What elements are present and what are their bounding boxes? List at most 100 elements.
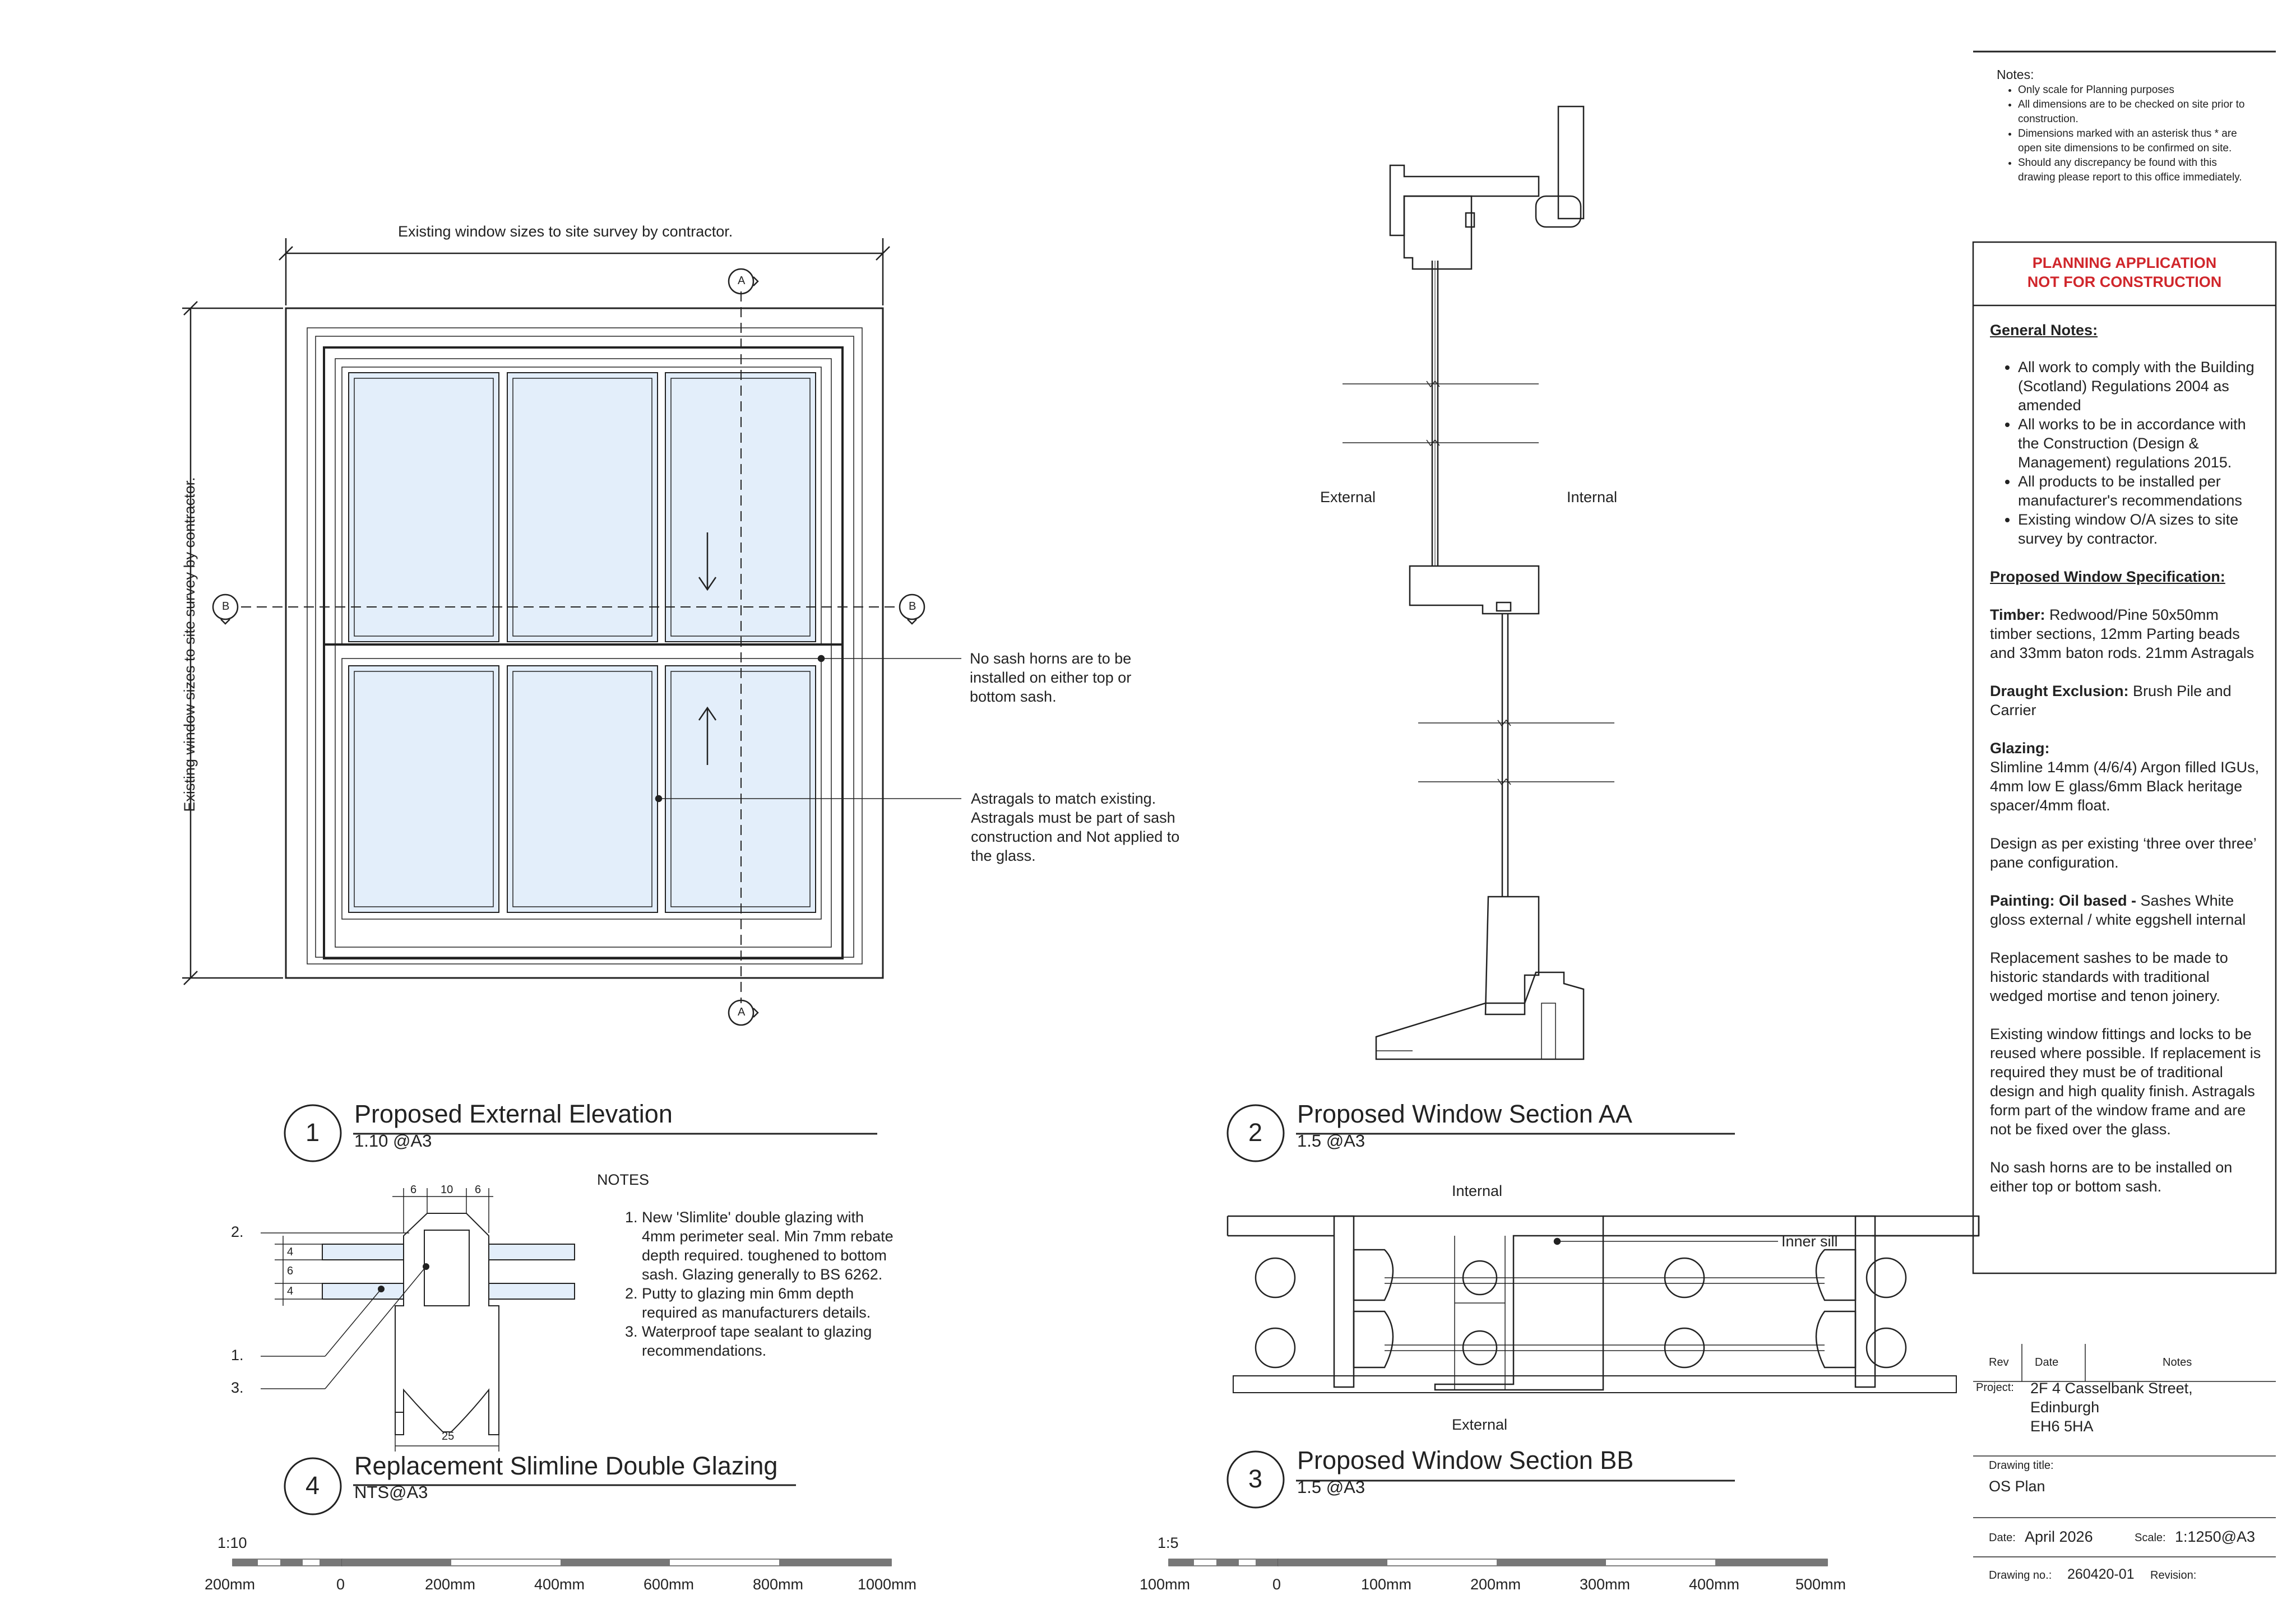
- elevation-drawing: [182, 238, 961, 1162]
- notes-column-label: Notes: [2163, 1356, 2192, 1369]
- view-number-1: 1: [305, 1118, 320, 1147]
- section-bb-internal-label: Internal: [1452, 1183, 1503, 1199]
- detail-dim-6-mid: 6: [287, 1265, 294, 1277]
- section-marker-a-bottom: A: [738, 1006, 746, 1018]
- scalebar-left-bar: [232, 1559, 892, 1566]
- elevation-title: Proposed External Elevation: [354, 1100, 673, 1128]
- detail-leader-3: 3.: [231, 1379, 244, 1396]
- project-label: Project:: [1976, 1381, 2014, 1394]
- project-line: EH6 5HA: [2030, 1418, 2094, 1435]
- detail-leader-2: 2.: [231, 1223, 244, 1240]
- detail-note-item: Putty to glazing min 6mm depth required …: [642, 1284, 900, 1322]
- glazing-detail-title: Replacement Slimline Double Glazing: [354, 1452, 778, 1480]
- planning-status-line-2: NOT FOR CONSTRUCTION: [2027, 273, 2222, 290]
- scalebar-left-label: 1000mm: [858, 1576, 917, 1593]
- detail-dim-6-right: 6: [475, 1184, 482, 1196]
- scale-label: Scale:: [2135, 1532, 2166, 1544]
- general-note-item: Existing window O/A sizes to site survey…: [2018, 510, 2265, 548]
- spec-draught: Draught Exclusion: Brush Pile and Carrie…: [1990, 683, 2232, 718]
- scalebar-right-label: 0: [1272, 1576, 1281, 1593]
- elevation-side-dimension: Existing window sizes to site survey by …: [181, 477, 198, 812]
- revision-label: Revision:: [2150, 1569, 2197, 1582]
- scalebar-right-label: 500mm: [1795, 1576, 1846, 1593]
- general-notes-heading: General Notes:: [1990, 322, 2098, 338]
- spec-heading: Proposed Window Specification:: [1990, 568, 2225, 585]
- scalebar-right-ratio: 1:5: [1158, 1534, 1179, 1551]
- detail-leader-1: 1.: [231, 1347, 244, 1364]
- drawing-title-value: OS Plan: [1989, 1478, 2045, 1495]
- glazing-detail-scale: NTS@A3: [354, 1482, 428, 1502]
- project-line: 2F 4 Casselbank Street,: [2030, 1380, 2193, 1397]
- project-address: 2F 4 Casselbank Street, Edinburgh EH6 5H…: [2030, 1379, 2193, 1436]
- section-aa-drawing: [1226, 105, 1735, 1162]
- view-number-3: 3: [1248, 1464, 1263, 1493]
- spec-timber: Timber: Redwood/Pine 50x50mm timber sect…: [1990, 606, 2255, 661]
- detail-dim-25: 25: [442, 1430, 455, 1443]
- section-marker-b-left: B: [222, 600, 230, 613]
- view-number-2: 2: [1248, 1118, 1263, 1147]
- detail-note-item: Waterproof tape sealant to glazing recom…: [642, 1322, 900, 1360]
- top-note-item: Should any discrepancy be found with thi…: [2018, 156, 2255, 185]
- detail-dim-4-bottom: 4: [287, 1285, 294, 1297]
- top-note-item: Only scale for Planning purposes: [2018, 83, 2255, 98]
- scale-value: 1:1250@A3: [2175, 1528, 2256, 1545]
- spec-glazing-text: Slimline 14mm (4/6/4) Argon filled IGUs,…: [1990, 759, 2260, 814]
- section-marker-a-top: A: [738, 275, 746, 287]
- scalebar-left-label: 600mm: [644, 1576, 695, 1593]
- section-aa-external-label: External: [1320, 489, 1376, 506]
- general-notes-section: General Notes: All work to comply with t…: [1990, 321, 2265, 1196]
- project-line: Edinburgh: [2030, 1399, 2100, 1416]
- scalebar-right-bar: [1168, 1559, 1828, 1566]
- section-bb-scale: 1.5 @A3: [1297, 1477, 1365, 1497]
- scalebar-right-label: 400mm: [1689, 1576, 1740, 1593]
- date-value: April 2026: [2025, 1528, 2093, 1545]
- section-aa-scale: 1.5 @A3: [1297, 1131, 1365, 1151]
- section-bb-drawing: [1226, 1215, 1980, 1509]
- elevation-top-dimension: Existing window sizes to site survey by …: [398, 223, 733, 240]
- spec-replacement: Replacement sashes to be made to histori…: [1990, 949, 2228, 1004]
- spec-horns: No sash horns are to be installed on eit…: [1990, 1159, 2233, 1195]
- general-note-item: All products to be installed per manufac…: [2018, 472, 2265, 510]
- general-note-item: All work to comply with the Building (Sc…: [2018, 358, 2265, 415]
- detail-note-item: New 'Slimlite' double glazing with 4mm p…: [642, 1208, 900, 1284]
- callout-astragals: Astragals to match existing. Astragals m…: [971, 790, 1180, 864]
- scalebar-right-label: 100mm: [1140, 1576, 1191, 1593]
- section-aa-internal-label: Internal: [1567, 489, 1618, 506]
- date-column-label: Date: [2035, 1356, 2059, 1369]
- drawing-no-value: 260420-01: [2067, 1566, 2135, 1582]
- detail-dim-4-top: 4: [287, 1246, 294, 1258]
- detail-notes-list: New 'Slimlite' double glazing with 4mm p…: [597, 1208, 900, 1360]
- scalebar-left-label: 200mm: [205, 1576, 256, 1593]
- general-note-item: All works to be in accordance with the C…: [2018, 415, 2265, 472]
- elevation-scale: 1.10 @A3: [354, 1131, 432, 1151]
- spec-painting: Painting: Oil based - Sashes White gloss…: [1990, 892, 2246, 928]
- scalebar-right-label: 300mm: [1580, 1576, 1631, 1593]
- title-block-frame: [1972, 50, 2277, 1557]
- glazing-detail-drawing: [261, 1188, 796, 1515]
- scalebar-left-label: 0: [336, 1576, 345, 1593]
- scalebar-left-label: 400mm: [534, 1576, 585, 1593]
- section-marker-b-right: B: [909, 600, 916, 613]
- title-block-top-notes: Only scale for Planning purposes All dim…: [1997, 83, 2255, 185]
- spec-glazing-label: Glazing:: [1990, 740, 2050, 757]
- date-label: Date:: [1989, 1532, 2016, 1544]
- view-number-4: 4: [305, 1471, 320, 1500]
- scalebar-left-label: 200mm: [425, 1576, 476, 1593]
- spec-design: Design as per existing ‘three over three…: [1990, 835, 2256, 871]
- top-note-item: All dimensions are to be checked on site…: [2018, 98, 2255, 127]
- detail-dim-10: 10: [441, 1184, 453, 1196]
- section-bb-title: Proposed Window Section BB: [1297, 1446, 1634, 1474]
- scalebar-left-ratio: 1:10: [217, 1534, 247, 1551]
- section-aa-title: Proposed Window Section AA: [1297, 1100, 1632, 1128]
- detail-notes-heading: NOTES: [597, 1171, 650, 1188]
- title-block-notes-heading: Notes:: [1997, 67, 2034, 82]
- spec-fittings: Existing window fittings and locks to be…: [1990, 1026, 2261, 1138]
- section-bb-external-label: External: [1452, 1416, 1508, 1433]
- drawing-no-label: Drawing no.:: [1989, 1569, 2052, 1582]
- scalebar-left-label: 800mm: [753, 1576, 804, 1593]
- top-note-item: Dimensions marked with an asterisk thus …: [2018, 127, 2255, 156]
- planning-status-line-1: PLANNING APPLICATION: [2032, 254, 2217, 271]
- drawing-title-label: Drawing title:: [1989, 1459, 2054, 1472]
- scalebar-right-label: 200mm: [1470, 1576, 1521, 1593]
